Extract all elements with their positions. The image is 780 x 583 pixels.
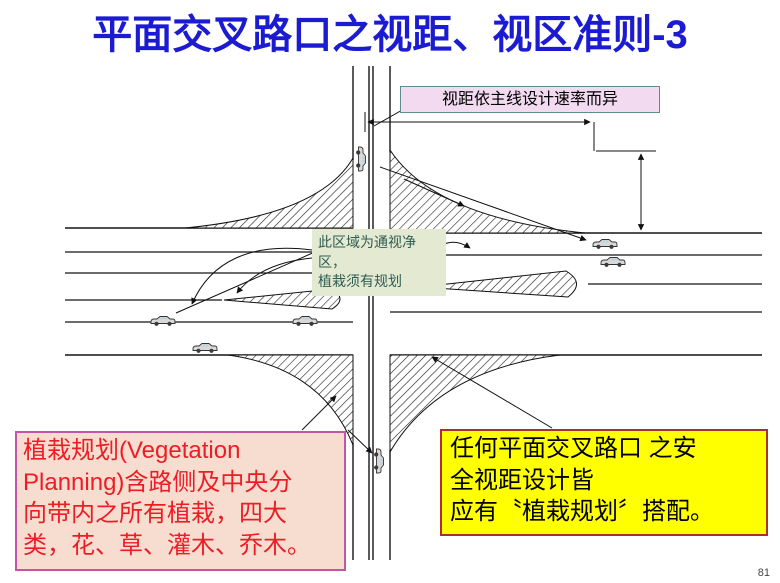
- sight-triangle-bottom-right: [389, 354, 561, 454]
- safety-sight-note: 任何平面交叉路口 之安 全视距设计皆 应有〝植栽规划〞搭配。: [440, 429, 768, 536]
- clear-sight-zones: [184, 148, 586, 454]
- vegetation-planning-note: 植栽规划(Vegetation Planning)含路侧及中央分 向带内之所有植…: [15, 431, 346, 571]
- arrow-to-bottom-car: [347, 429, 373, 454]
- page-number: 81: [757, 567, 770, 579]
- car-icon: [192, 343, 218, 354]
- speed-callout-connector: [373, 108, 405, 127]
- sight-triangle-top-right: [389, 148, 586, 234]
- car-icon: [592, 239, 618, 250]
- sight-triangle-bottom-left: [227, 354, 354, 446]
- arrow-to-bottom-right-zone: [431, 356, 553, 429]
- zone-callout-arrow-left-far: [191, 247, 313, 305]
- car-icon: [373, 448, 384, 474]
- arrow-to-top-right-zone: [403, 178, 465, 207]
- car-icon: [600, 257, 626, 268]
- car-icon: [355, 146, 366, 172]
- zone-callout-arrow-left-near: [236, 257, 313, 294]
- sight-triangle-top-left: [184, 156, 354, 229]
- vertical-road: [352, 66, 391, 560]
- sight-line-main: [379, 166, 587, 242]
- dimension-lines: [364, 112, 656, 231]
- pointer-arrows: [175, 108, 587, 454]
- car-icon: [292, 316, 318, 327]
- clear-zone-callout: 此区域为通视净区， 植栽须有规划: [312, 229, 446, 296]
- page-title: 平面交叉路口之视距、视区准则-3: [92, 13, 688, 57]
- median-island-right: [419, 270, 577, 298]
- speed-note-callout: 视距依主线设计速率而异: [400, 86, 660, 114]
- vehicles: [150, 146, 626, 474]
- arrow-to-bottom-left-zone: [301, 395, 337, 431]
- car-icon: [150, 316, 176, 327]
